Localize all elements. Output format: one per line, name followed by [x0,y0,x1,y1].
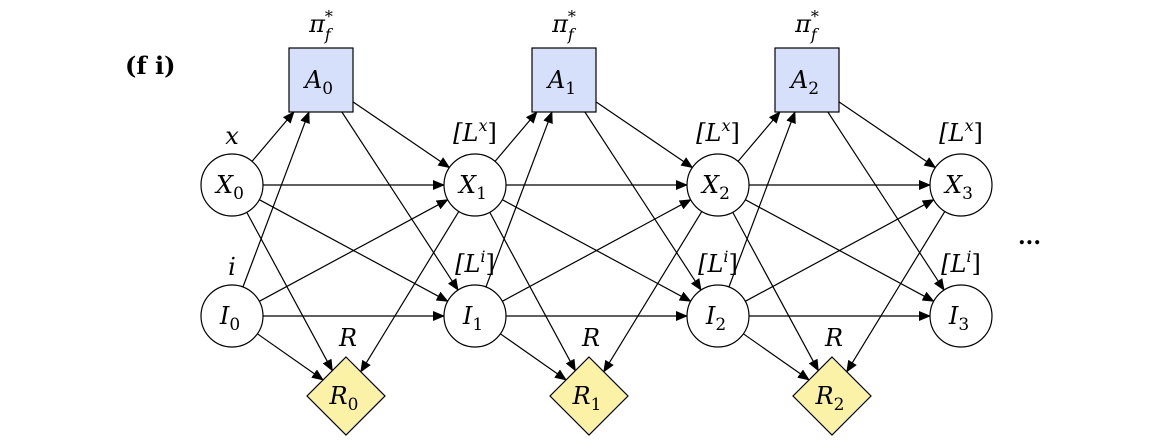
annotation-a2: π*f [794,7,820,44]
edge-a2-to-i3 [827,111,945,291]
node-i2-shape [686,284,750,348]
annotation-a1: π*f [551,7,577,44]
node-a2: A2 [774,47,840,113]
edge-x2-to-r2 [732,211,819,372]
edge-x1-to-r1 [489,211,576,372]
annotation-a0: π*f [308,7,334,44]
edge-a0-to-i1 [341,111,459,291]
edge-a0-to-x1 [352,101,451,169]
edge-i1-to-a1 [485,111,553,288]
node-a0: A0 [288,47,354,113]
node-r2-shape [792,356,872,436]
node-x2-shape [686,153,750,217]
node-i1: I1 [443,284,507,348]
annotation-i2: [Li] [698,247,738,278]
node-i2: I2 [686,284,750,348]
edge-a2-to-x3 [838,101,937,169]
annotation-x3: [Lx] [939,116,983,147]
continuation-ellipsis: ... [1018,224,1041,250]
edge-i0-to-r0 [257,333,324,381]
node-r1-shape [549,356,629,436]
edge-x1-to-a1 [494,111,538,162]
node-a2-shape [774,47,840,113]
node-i3-shape [929,284,993,348]
node-r1: R1 [549,356,629,436]
node-x3: X3 [929,153,993,217]
annotation-r2: R [824,324,843,352]
edge-i0-to-a0 [242,111,310,288]
annotation-x1: [Lx] [453,116,497,147]
node-i1-shape [443,284,507,348]
edge-i1-to-x2 [502,199,692,302]
node-r2: R2 [792,356,872,436]
edge-x0-to-a0 [251,111,295,162]
annotation-i1: [Li] [455,247,495,278]
annotation-i3: [Li] [941,247,981,278]
node-x2: X2 [686,153,750,217]
annotation-r0: R [338,324,357,352]
annotation-x2: [Lx] [696,116,740,147]
edge-a1-to-i2 [584,111,702,291]
node-i3: I3 [929,284,993,348]
node-x1-shape [443,153,507,217]
edge-x2-to-a2 [737,111,781,162]
annotation-i0: i [228,253,236,281]
node-a0-shape [288,47,354,113]
annotation-x0: x [225,122,239,150]
edges-layer [242,101,946,381]
edge-a1-to-x2 [595,101,694,169]
node-i0-shape [200,284,264,348]
edge-i2-to-a2 [728,111,796,288]
edge-i1-to-r1 [500,333,567,381]
node-x1: X1 [443,153,507,217]
node-r0-shape [306,356,386,436]
node-a1: A1 [531,47,597,113]
node-r0: R0 [306,356,386,436]
edge-i2-to-x3 [745,199,935,302]
edge-i0-to-x1 [259,199,449,302]
edge-x0-to-r0 [246,211,333,372]
node-x3-shape [929,153,993,217]
annotations-layer: x i π*fR [Lx] [Li] π*fR [Lx] [Li] π*fR [Lx] [Li] [225,7,983,352]
edge-x1-to-r0 [360,211,460,373]
edge-i2-to-r2 [743,333,810,381]
panel-label: (f i) [125,51,176,80]
edge-x3-to-r2 [846,211,946,373]
node-a1-shape [531,47,597,113]
node-x0: X0 [200,153,264,217]
node-i0: I0 [200,284,264,348]
node-a1-label: A1 [546,66,576,99]
annotation-r1: R [581,324,600,352]
node-x0-shape [200,153,264,217]
edge-x2-to-r1 [603,211,703,373]
